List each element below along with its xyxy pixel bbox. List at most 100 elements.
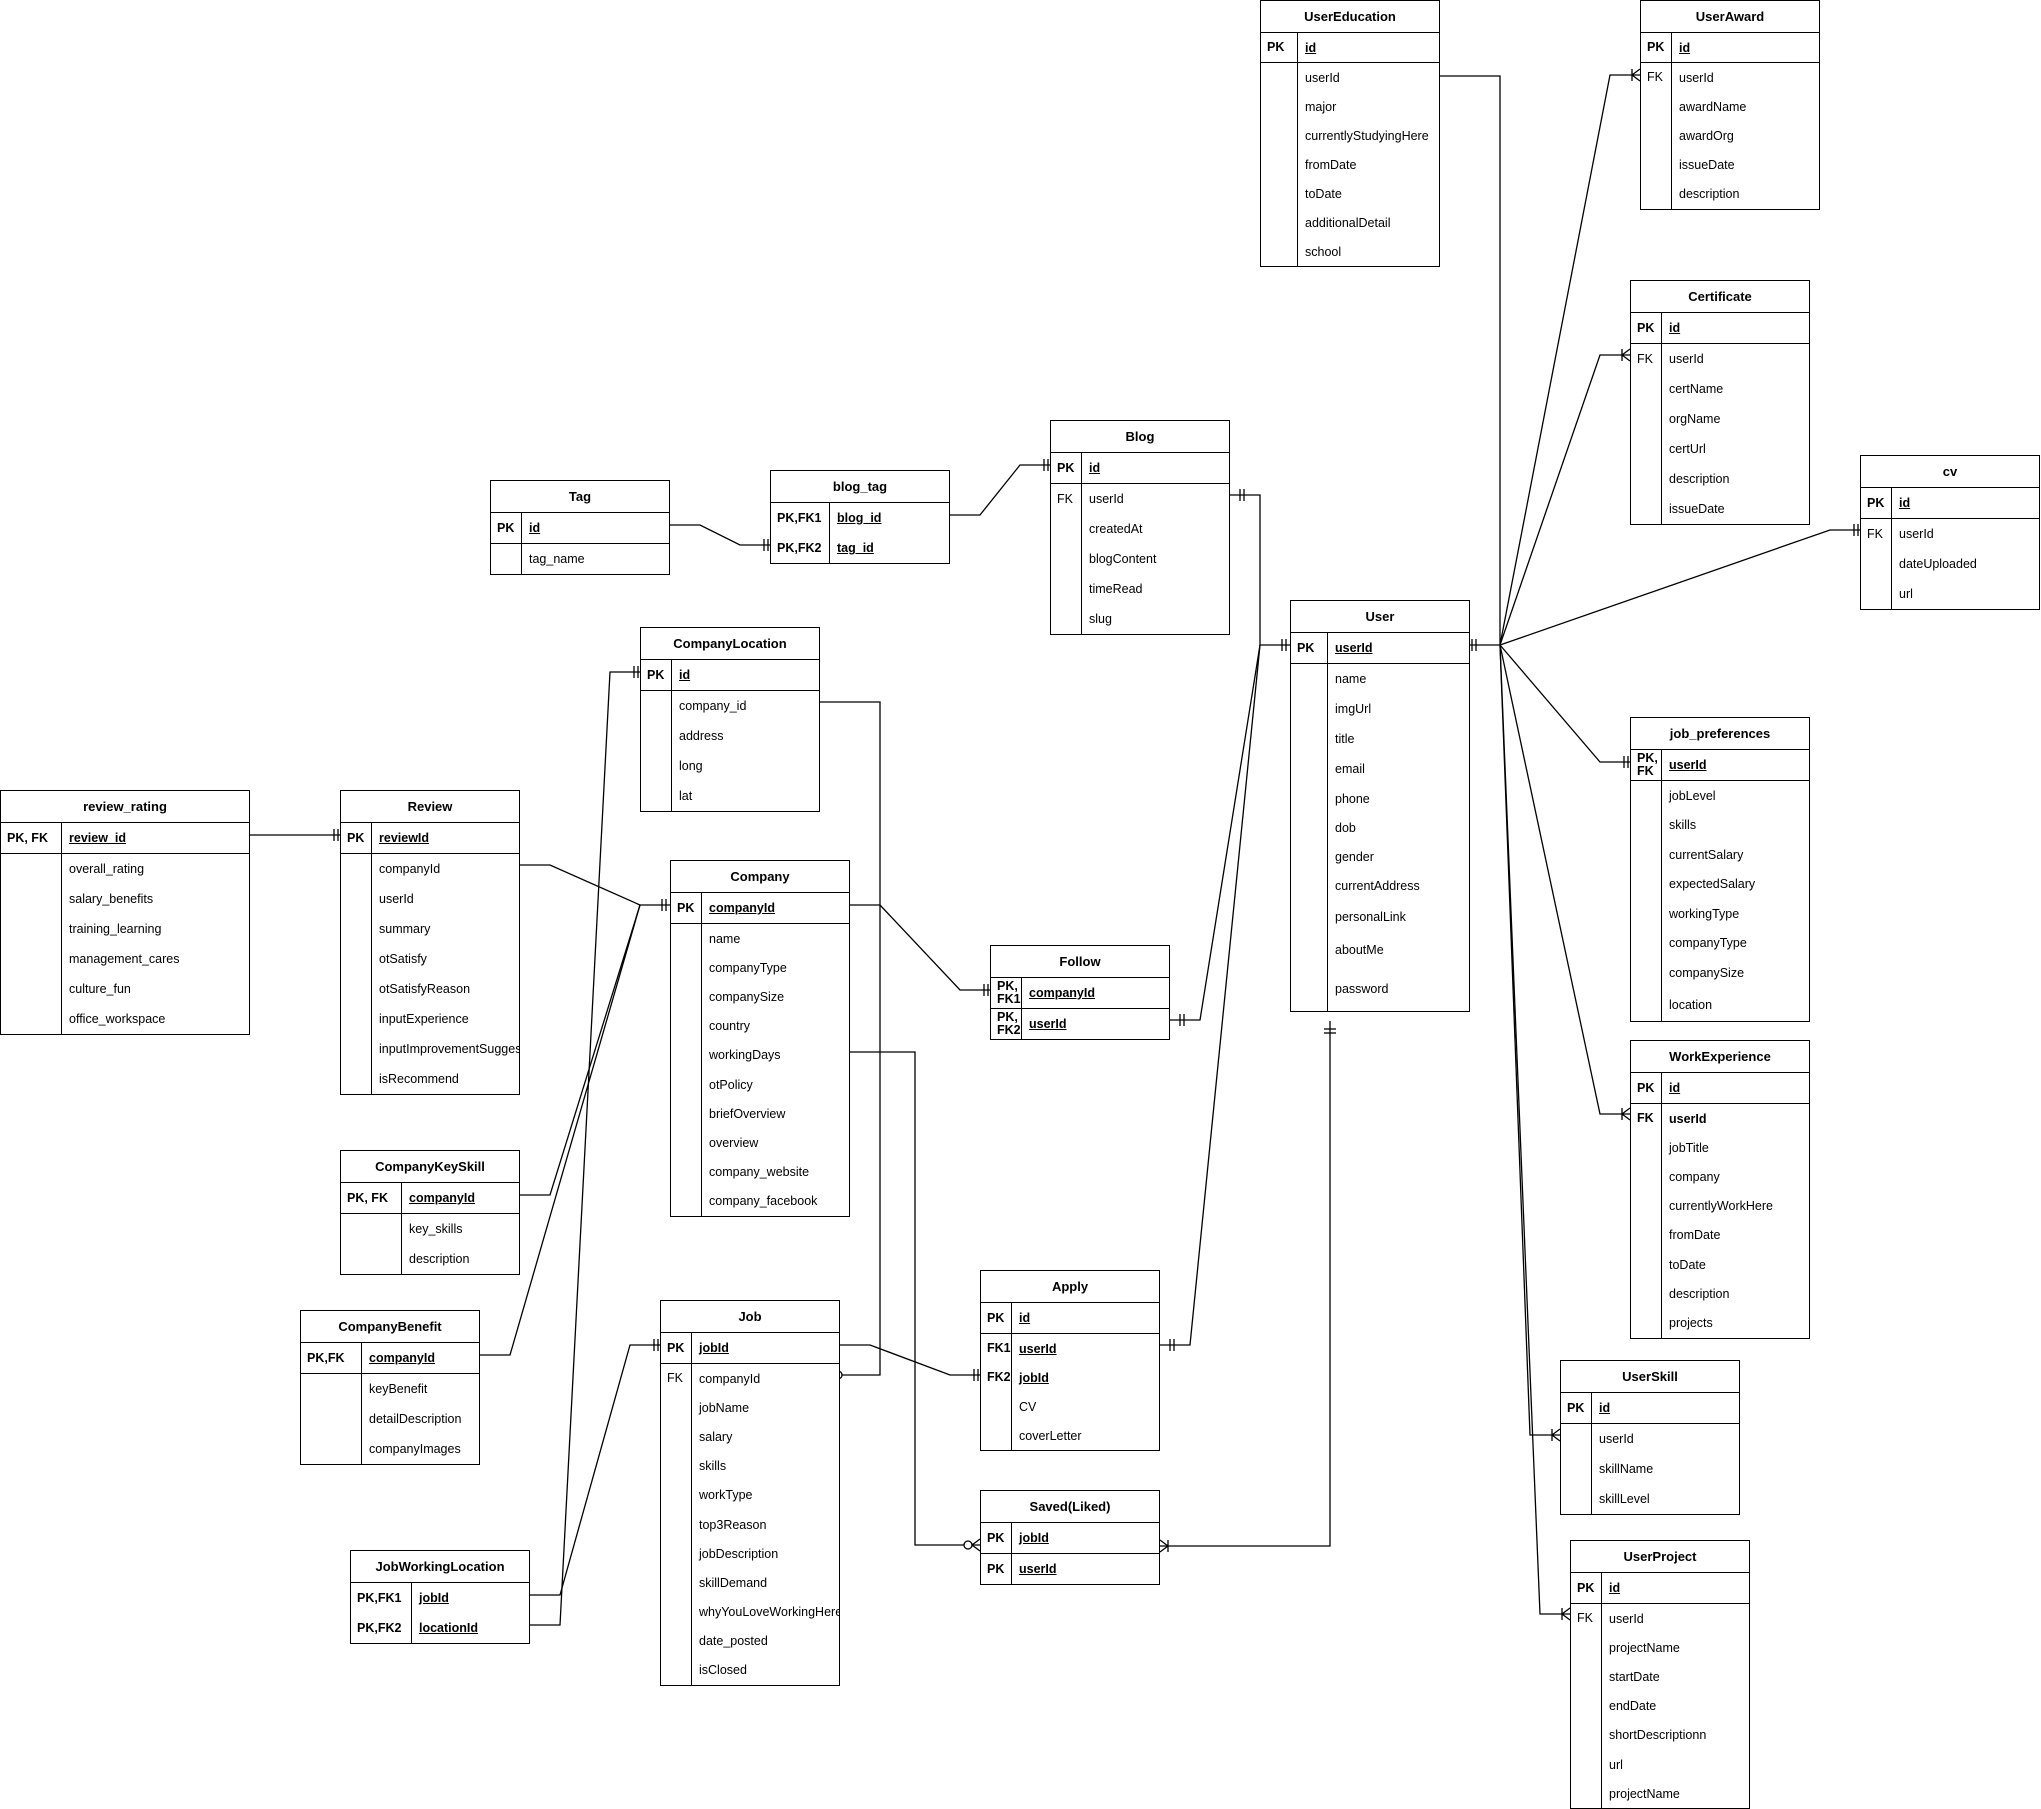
field-row: skillLevel xyxy=(1561,1484,1739,1514)
field-row: lat xyxy=(641,781,819,811)
entity-title: UserProject xyxy=(1571,1541,1749,1573)
key-column-divider xyxy=(1,854,62,1034)
field-row: description xyxy=(1641,180,1819,209)
field-name: address xyxy=(679,729,724,743)
entity-title: UserEducation xyxy=(1261,1,1439,33)
key-label: PK xyxy=(987,1310,1005,1325)
key-column-divider xyxy=(1641,33,1672,62)
key-column-divider xyxy=(641,691,672,811)
field-name: url xyxy=(1609,1757,1623,1772)
field-name: userId xyxy=(1305,70,1340,85)
field-name: tag_name xyxy=(529,552,585,566)
field-row: summary xyxy=(341,914,519,944)
field-row: additionalDetail xyxy=(1261,208,1439,237)
entity-title: CompanyKeySkill xyxy=(341,1151,519,1183)
field-row: skills xyxy=(661,1452,839,1481)
field-name: inputImprovementSuggest xyxy=(379,1042,519,1056)
field-name: id xyxy=(529,521,541,535)
zero-marker xyxy=(963,1540,973,1550)
field-name: projectName xyxy=(1609,1786,1680,1801)
field-row: fromDate xyxy=(1631,1221,1809,1250)
field-name: key_skills xyxy=(409,1222,463,1236)
field-name: id xyxy=(1599,1401,1611,1415)
key-column-divider xyxy=(1261,63,1298,266)
key-label: PK xyxy=(1057,460,1075,475)
key-column-divider xyxy=(1561,1393,1592,1423)
field-row: overview xyxy=(671,1128,849,1157)
field-row: gender xyxy=(1291,842,1469,871)
key-column-divider xyxy=(491,544,522,574)
key-column-divider xyxy=(491,513,522,543)
field-name: workingDays xyxy=(709,1048,781,1063)
key-label: PK xyxy=(1647,40,1665,54)
field-name: jobId xyxy=(699,1341,729,1355)
field-row: coverLetter xyxy=(981,1421,1159,1450)
field-row: otSatisfyReason xyxy=(341,974,519,1004)
field-name: culture_fun xyxy=(69,982,131,996)
relationship-line xyxy=(1440,75,1501,645)
field-name: isRecommend xyxy=(379,1072,459,1086)
field-row: currentlyWorkHere xyxy=(1631,1192,1809,1221)
field-row: issueDate xyxy=(1641,151,1819,180)
key-label: PK, FK xyxy=(1637,751,1658,778)
key-label: PK xyxy=(347,830,365,845)
key-label: FK xyxy=(1637,1111,1654,1126)
key-column-divider xyxy=(341,1214,402,1274)
field-name: companyImages xyxy=(369,1442,461,1456)
field-row: location xyxy=(1631,988,1809,1021)
key-column-divider xyxy=(341,854,372,1094)
key-label: PK, FK xyxy=(7,830,48,845)
field-row: phone xyxy=(1291,784,1469,813)
key-label: PK xyxy=(1637,1080,1655,1095)
field-row: CV xyxy=(981,1392,1159,1421)
key-label: PK xyxy=(667,1340,685,1355)
field-name: detailDescription xyxy=(369,1412,462,1426)
field-name: password xyxy=(1335,981,1389,996)
field-name: userId xyxy=(1669,1111,1707,1126)
field-name: school xyxy=(1305,244,1342,259)
key-column-divider xyxy=(771,503,830,563)
field-name: endDate xyxy=(1609,1699,1657,1714)
field-name: userId xyxy=(1029,1017,1067,1031)
crow-foot-marker xyxy=(1621,348,1631,356)
